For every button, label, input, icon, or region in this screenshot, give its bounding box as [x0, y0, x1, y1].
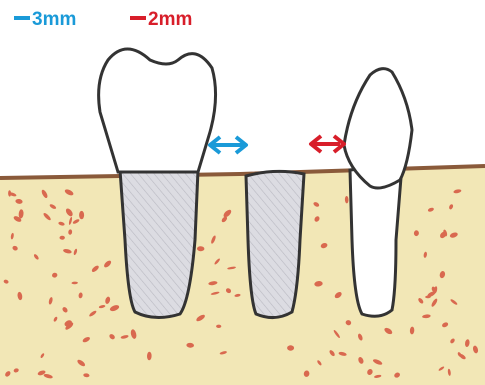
bone-speckle: [79, 211, 84, 219]
legend: 3mm 2mm: [14, 9, 192, 30]
right-tooth-crown: [344, 69, 412, 188]
bone-speckle: [287, 345, 294, 350]
double-arrow-icon: [311, 136, 344, 152]
double-arrow-icon: [210, 137, 246, 153]
legend-label-2mm: 2mm: [148, 9, 192, 30]
legend-label-3mm: 3mm: [32, 9, 76, 30]
middle-root: [246, 171, 304, 317]
left-tooth-root: [120, 170, 198, 318]
left-tooth-crown: [99, 49, 216, 172]
bone-area: [0, 166, 485, 385]
